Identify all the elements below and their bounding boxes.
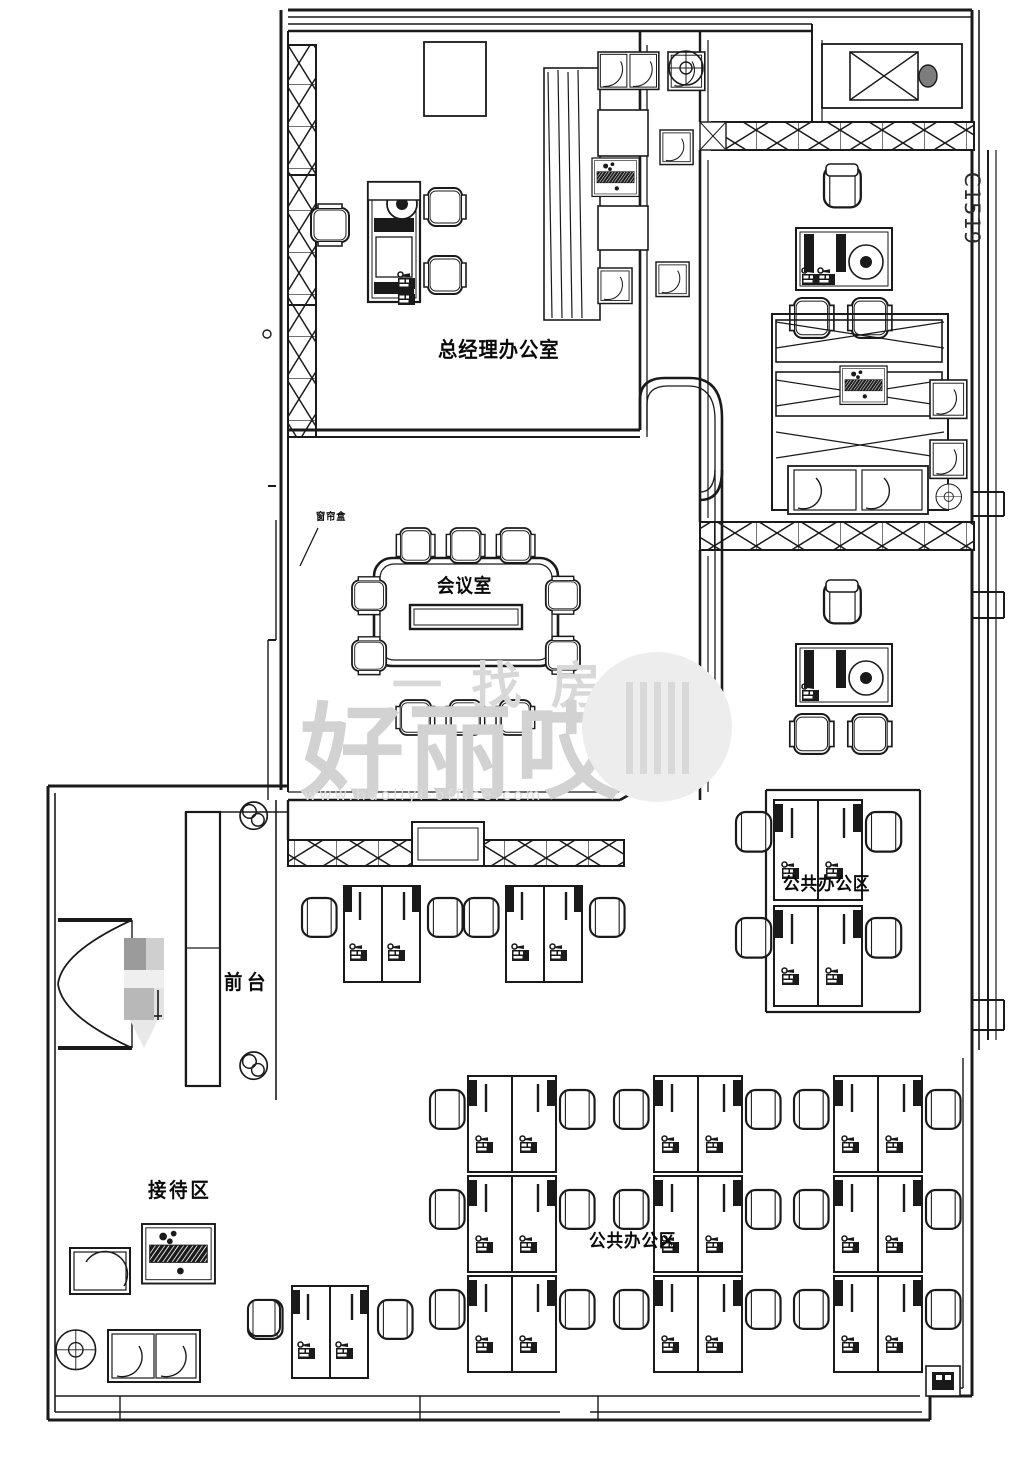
room-label-leader-note: 窗帘盒	[316, 512, 347, 523]
room-label-meeting-room: 会议室	[437, 575, 493, 597]
room-label-public-office-north: 公共办公区	[783, 874, 871, 895]
unit-code-label: C1519	[960, 172, 984, 246]
room-label-gm-office: 总经理办公室	[438, 338, 560, 362]
room-label-reception-area: 接待区	[148, 1178, 212, 1202]
room-label-front-desk: 前台	[224, 970, 270, 994]
room-label-public-office-south: 公共办公区	[589, 1231, 677, 1252]
